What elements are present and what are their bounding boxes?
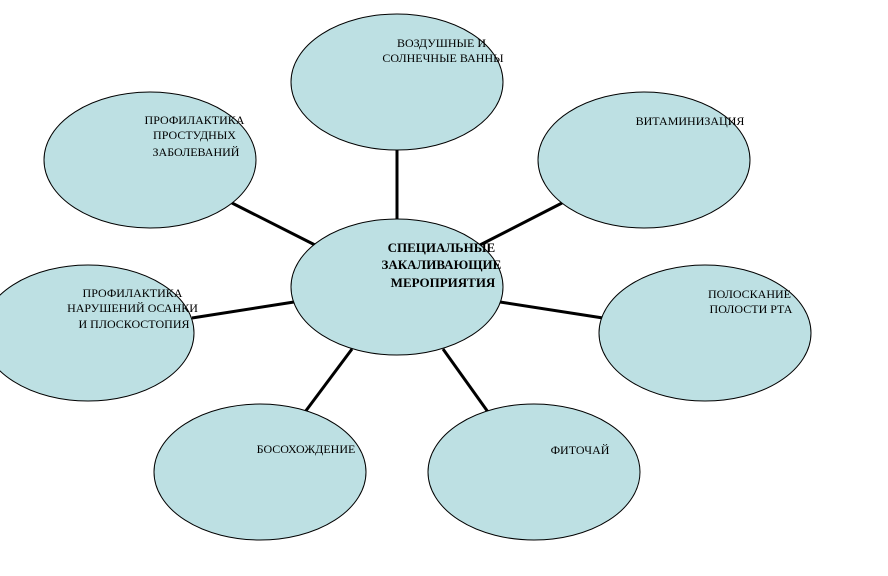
node-herbal-tea: ФИТОЧАЙ (427, 403, 641, 541)
node-center: СПЕЦИАЛЬНЫЕ ЗАКАЛИВАЮЩИЕ МЕРОПРИЯТИЯ (290, 218, 504, 356)
link-posture (191, 300, 295, 320)
node-vitamins-label: ВИТАМИНИЗАЦИЯ (636, 114, 745, 128)
node-posture: ПРОФИЛАКТИКА НАРУШЕНИЙ ОСАНКИ И ПЛОСКОСТ… (0, 264, 201, 402)
node-posture-label: ПРОФИЛАКТИКА НАРУШЕНИЙ ОСАНКИ И ПЛОСКОСТ… (67, 286, 201, 331)
link-vitamins (477, 201, 563, 248)
node-air-sun-baths: ВОЗДУШНЫЕ И СОЛНЕЧНЫЕ ВАННЫ (290, 13, 504, 151)
node-mouth-rinse-label: ПОЛОСКАНИЕ ПОЛОСТИ РТА (708, 287, 794, 316)
node-cold-prevention-label: ПРОФИЛАКТИКА ПРОСТУДНЫХ ЗАБОЛЕВАНИЙ (145, 113, 248, 159)
center-label: СПЕЦИАЛЬНЫЕ ЗАКАЛИВАЮЩИЕ МЕРОПРИЯТИЯ (381, 240, 504, 290)
link-cold-prevention (231, 201, 318, 248)
node-barefoot: БОСОХОЖДЕНИЕ (153, 403, 367, 541)
node-cold-prevention: ПРОФИЛАКТИКА ПРОСТУДНЫХ ЗАБОЛЕВАНИЙ (43, 91, 257, 229)
node-barefoot-label: БОСОХОЖДЕНИЕ (257, 442, 356, 456)
node-herbal-tea-label: ФИТОЧАЙ (551, 443, 610, 457)
node-vitamins: ВИТАМИНИЗАЦИЯ (537, 91, 751, 229)
link-mouth-rinse (499, 300, 604, 320)
connector-lines (191, 150, 604, 413)
node-mouth-rinse: ПОЛОСКАНИЕ ПОЛОСТИ РТА (598, 264, 812, 402)
link-herbal-tea (441, 348, 490, 413)
node-air-sun-baths-label: ВОЗДУШНЫЕ И СОЛНЕЧНЫЕ ВАННЫ (382, 36, 504, 65)
link-barefoot (303, 348, 354, 413)
